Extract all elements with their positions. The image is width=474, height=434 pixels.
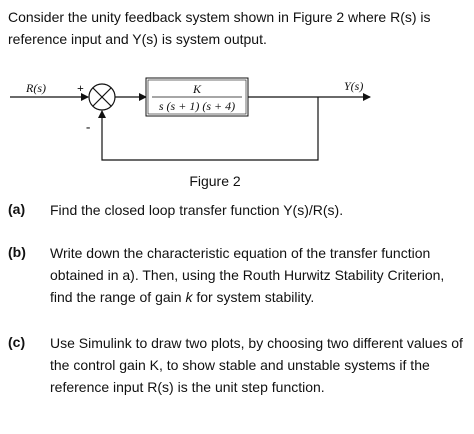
question-c-label: (c) <box>8 334 26 350</box>
figure-caption: Figure 2 <box>189 173 241 189</box>
summing-junction <box>88 83 116 111</box>
question-b-text-part2: for system stability. <box>192 289 315 305</box>
question-b-label: (b) <box>8 244 26 260</box>
feedback-path <box>98 97 319 161</box>
question-a-label: (a) <box>8 201 26 217</box>
minus-sign: - <box>86 119 90 134</box>
output-label: Y(s) <box>344 79 363 93</box>
block-diagram: R(s) + - K s (s + 1) (s + 4) Y(s) <box>10 77 371 161</box>
question-c-text: Use Simulink to draw two plots, by choos… <box>50 335 463 395</box>
tf-numerator: K <box>192 82 202 96</box>
transfer-function-block <box>145 77 249 117</box>
gain-variable: k <box>185 289 193 305</box>
problem-intro: Consider the unity feedback system shown… <box>8 9 431 47</box>
question-a-text: Find the closed loop transfer function Y… <box>50 202 344 218</box>
question-b-text: Write down the characteristic equation o… <box>50 242 468 308</box>
tf-denominator: s (s + 1) (s + 4) <box>159 99 235 113</box>
question-b-text-part1: Write down the characteristic equation o… <box>50 245 445 305</box>
input-label: R(s) <box>25 81 46 95</box>
plus-sign: + <box>77 81 84 95</box>
